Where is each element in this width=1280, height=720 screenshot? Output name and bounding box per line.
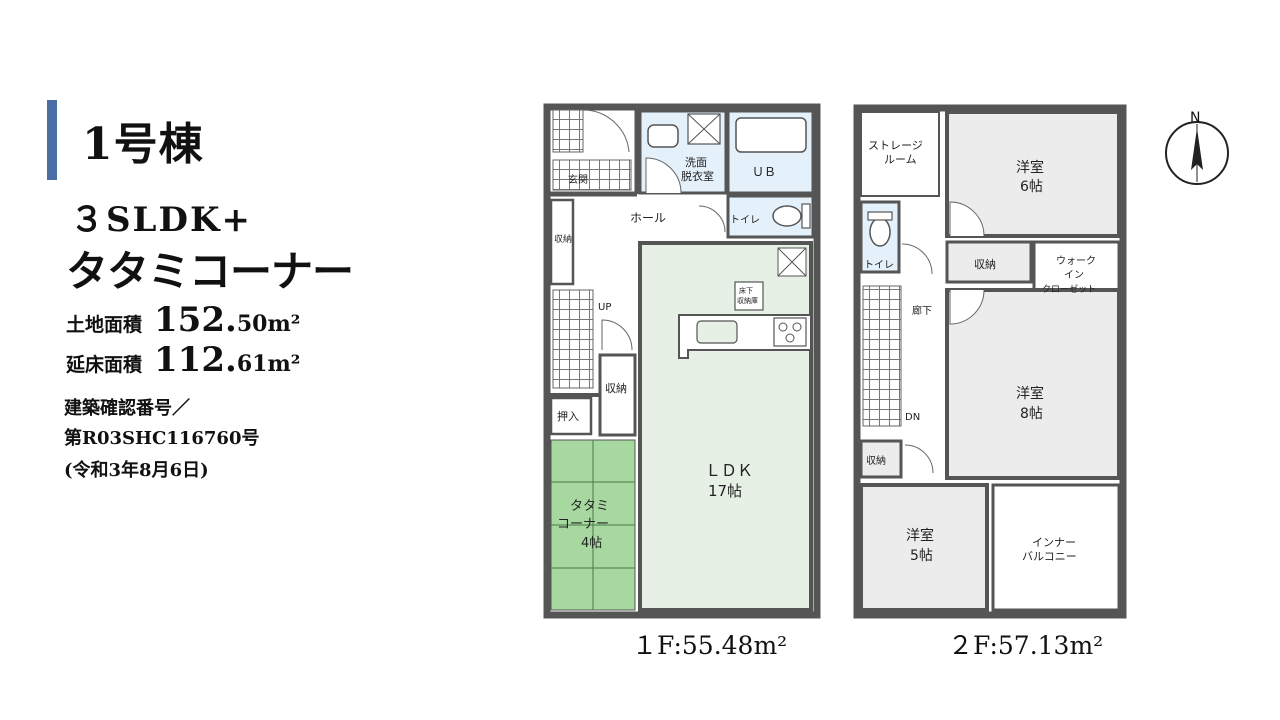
label-storage-2: ルーム [884,153,917,166]
label-balcony-1: インナー [1032,536,1076,549]
floor-area-unit: m² [267,351,301,377]
floor-area-dec: 61 [236,351,268,377]
label-western-5-1: 洋室 [906,527,934,544]
label-wic-2: イン [1064,270,1084,281]
toilet-bowl [772,205,802,227]
label-western-6-2: 6帖 [1020,179,1043,195]
land-area-unit: m² [267,311,301,337]
underfloor-storage [734,281,764,311]
oshiire [549,396,593,436]
label-ldk-1: ＬＤＫ [705,461,753,480]
floor-area-row: 延床面積 112.61m² [66,340,300,380]
label-toilet-1f: トイレ [730,215,760,226]
compass-label: N [1190,110,1200,126]
land-area-int: 152. [154,300,237,340]
porch-steps [552,109,584,153]
label-tatami-3: 4帖 [581,536,602,551]
label-up: UP [598,302,611,313]
floor1-stairs [552,289,594,389]
ldk [638,241,813,612]
floor1-toilet [726,194,815,239]
label-rouka: 廊下 [912,304,932,317]
label-ldk-2: 17帖 [708,482,742,500]
floor1-plan [543,103,821,619]
floor2-labels: ストレージ ルーム 洋室 6帖 トイレ 収納 ウォーク イン クローゼット 廊下… [864,139,1096,564]
label-senmen-1: 洗面 [685,156,707,169]
label-hall: ホール [630,211,666,225]
compass-arrow-icon [1191,128,1203,170]
bathtub [735,117,807,153]
label-wic-1: ウォーク [1056,255,1096,267]
inner-balcony [991,483,1121,612]
label-balcony-2: バルコニー [1022,550,1077,563]
floor1-storage-b [598,353,637,437]
label-senmen-2: 脱衣室 [681,169,714,183]
land-area-label: 土地面積 [66,314,143,336]
label-shuno-1f-a: 収納 [554,233,572,245]
compass: N [1165,110,1229,185]
land-area-dec: 50 [236,311,268,337]
kitchen-sink [696,320,738,344]
room-western-8 [945,288,1121,480]
title-accent-bar [47,100,57,180]
floor1-storage-a [549,198,575,286]
label-wic-3: クローゼット [1042,283,1096,295]
label-underfloor-2: 収納庫 [737,296,758,305]
label-shuno-1f-b: 収納 [605,382,627,395]
room-western-5 [859,483,989,612]
floor1-caption: １F:55.48m² [632,631,788,660]
floor2-storage-a [945,240,1033,284]
label-western-8-2: 8帖 [1020,406,1043,422]
floor1-labels: 玄関 洗面 脱衣室 ＵＢ トイレ ホール 収納 UP 収納 押入 床下 収納庫 … [554,156,776,551]
permit-number: 第R03SHC116760号 [64,428,260,449]
label-ub: ＵＢ [752,165,776,179]
label-genkan: 玄関 [568,173,588,186]
building-title: 1号棟 [82,119,204,170]
floor-area-label: 延床面積 [66,354,143,376]
floor-area-int: 112. [154,340,237,380]
floor2-plan [853,104,1127,619]
storage-room [860,111,940,197]
permit-date: (令和3年8月6日) [64,460,209,481]
floor2-stairs [862,285,902,427]
label-tatami-2: コーナー [557,517,609,532]
label-oshiire: 押入 [557,409,579,423]
label-toilet-2f: トイレ [864,260,894,271]
entrance-door-swing [582,109,630,153]
land-area-row: 土地面積 152.50m² [66,300,300,340]
label-western-6-1: 洋室 [1016,159,1044,176]
permit-label: 建築確認番号／ [64,398,190,419]
label-western-8-1: 洋室 [1016,385,1044,402]
label-dn: DN [905,412,920,423]
layout-type: ３SLDK+ [70,200,252,240]
label-shuno-2f-a: 収納 [974,258,996,271]
option-label: タタミコーナー [66,247,354,296]
label-shuno-2f-b: 収納 [866,454,886,467]
floor2-caption: ２F:57.13m² [948,631,1104,660]
genkan-floor [552,159,632,191]
label-storage-1: ストレージ [868,139,923,152]
label-tatami-1: タタミ [570,499,609,514]
label-western-5-2: 5帖 [910,548,933,564]
cooktop [773,317,807,347]
label-underfloor-1: 床下 [739,286,753,295]
floor2-storage-b [859,439,903,479]
wash-basin [647,124,679,148]
